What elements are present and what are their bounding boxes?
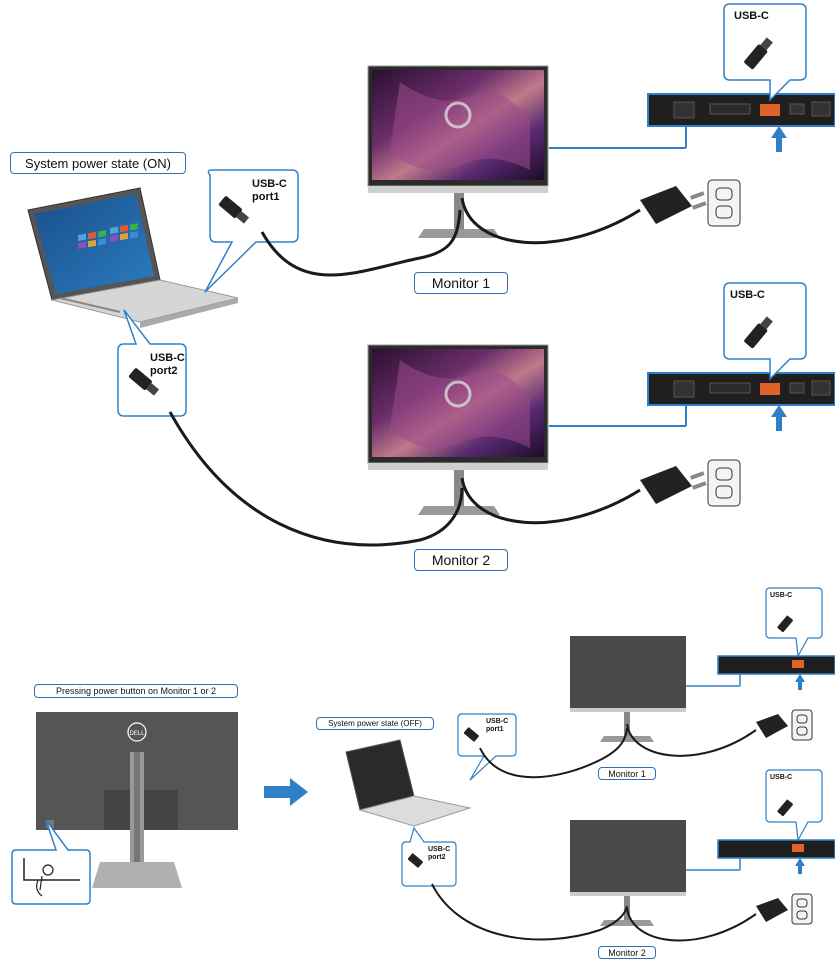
system-power-state-off-label: System power state (OFF) xyxy=(316,717,434,730)
usbc-monitor2-text: USB-C xyxy=(730,289,765,301)
system-power-state-on-label: System power state (ON) xyxy=(10,152,186,174)
pressing-power-button-label: Pressing power button on Monitor 1 or 2 xyxy=(34,684,238,698)
usbc-port1-text: USB-C port1 xyxy=(252,178,287,203)
cable xyxy=(168,197,641,547)
usbc-port1-callout-small xyxy=(457,713,517,781)
port-panel-2-small xyxy=(686,839,835,874)
arrow-right-icon xyxy=(264,778,308,806)
usbc-monitor2-callout xyxy=(723,282,807,381)
wall-outlet-icon xyxy=(791,709,813,741)
usb-c-connector-icon xyxy=(744,316,773,349)
wall-outlet-icon xyxy=(707,459,741,507)
monitor-1-small-label: Monitor 1 xyxy=(598,767,656,780)
usbc-port2-callout-small xyxy=(401,826,457,887)
monitor-2 xyxy=(367,344,549,515)
usbc-monitor1-callout-small xyxy=(765,587,823,658)
power-plug-icon xyxy=(640,466,707,504)
usb-c-connector-icon xyxy=(744,37,773,70)
monitor-1-small xyxy=(570,636,686,742)
usb-c-connector-icon xyxy=(218,196,250,224)
wall-outlet-icon xyxy=(791,893,813,925)
monitor-1 xyxy=(367,65,549,238)
usb-c-connector-icon xyxy=(777,615,793,633)
wall-outlet-icon xyxy=(707,179,741,227)
usbc-monitor2-small-text: USB-C xyxy=(770,774,793,781)
monitor-2-label: Monitor 2 xyxy=(414,549,508,571)
power-button-icon xyxy=(36,864,54,897)
usbc-monitor2-callout-small xyxy=(765,769,823,842)
usbc-port2-small-text: USB-C port2 xyxy=(428,846,451,862)
dell-logo: DELL xyxy=(129,731,145,737)
usb-c-connector-icon xyxy=(463,727,479,742)
usbc-port2-text: USB-C port2 xyxy=(150,352,185,377)
laptop-icon xyxy=(345,739,472,827)
power-plug-icon xyxy=(640,186,707,224)
port-panel-1-small xyxy=(686,655,835,690)
arrow-up-icon xyxy=(771,126,787,152)
usb-c-connector-icon xyxy=(407,853,423,868)
usbc-port2-callout xyxy=(117,309,187,417)
power-plug-icon xyxy=(756,714,788,738)
usbc-port1-small-text: USB-C port1 xyxy=(486,718,509,734)
laptop-icon xyxy=(27,187,239,328)
monitor-back-view: DELL xyxy=(36,712,238,888)
monitor-2-small-label: Monitor 2 xyxy=(598,946,656,959)
usbc-monitor1-callout xyxy=(723,3,807,102)
port-panel-1 xyxy=(549,93,835,149)
power-button-callout xyxy=(11,819,91,905)
port-panel-2 xyxy=(549,372,835,427)
power-plug-icon xyxy=(756,898,788,922)
monitor-1-label: Monitor 1 xyxy=(414,272,508,294)
cable xyxy=(431,723,757,942)
usbc-port1-callout xyxy=(204,169,299,293)
monitor-2-small xyxy=(570,820,686,926)
arrow-up-icon xyxy=(771,405,787,431)
usb-c-connector-icon xyxy=(777,799,793,817)
usbc-monitor1-small-text: USB-C xyxy=(770,592,793,599)
usbc-monitor1-text: USB-C xyxy=(734,10,769,22)
usb-c-connector-icon xyxy=(128,368,160,396)
